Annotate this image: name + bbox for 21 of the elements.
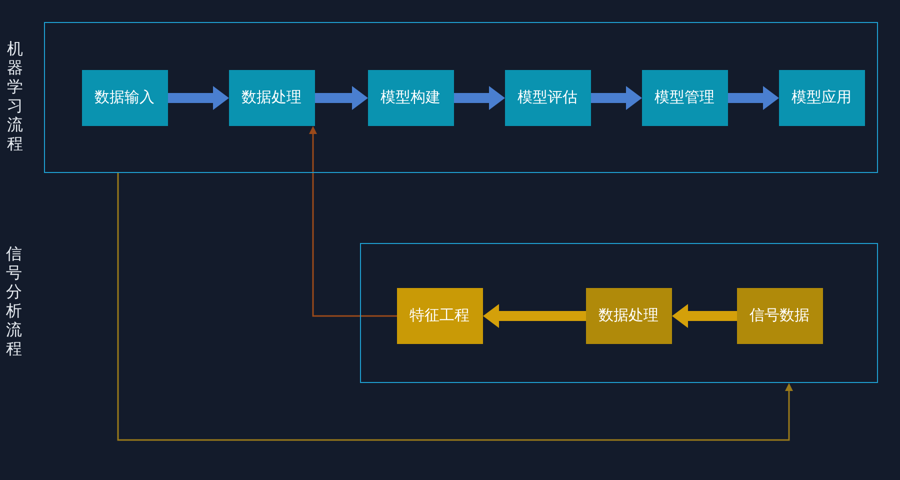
process-box: 模型构建: [368, 70, 454, 126]
process-box: 数据处理: [228, 70, 314, 126]
process-box: 模型管理: [642, 70, 728, 126]
arrow: [728, 86, 779, 110]
arrow: [454, 86, 505, 110]
arrow: [591, 86, 642, 110]
arrow: [672, 304, 737, 328]
process-box: 特征工程: [396, 288, 482, 344]
arrow: [309, 126, 397, 317]
process-box: 数据处理: [586, 288, 672, 344]
process-box: 数据输入: [82, 70, 168, 126]
process-frame: [360, 243, 878, 383]
arrow: [117, 173, 793, 441]
process-box: 信号数据: [736, 288, 822, 344]
arrow: [483, 304, 586, 328]
process-box: 模型应用: [778, 70, 864, 126]
process-box: 模型评估: [504, 70, 590, 126]
section-heading: 信号分析流程: [6, 244, 23, 358]
arrow: [168, 86, 229, 110]
arrow: [315, 86, 368, 110]
section-heading: 机器学习流程: [7, 39, 24, 153]
